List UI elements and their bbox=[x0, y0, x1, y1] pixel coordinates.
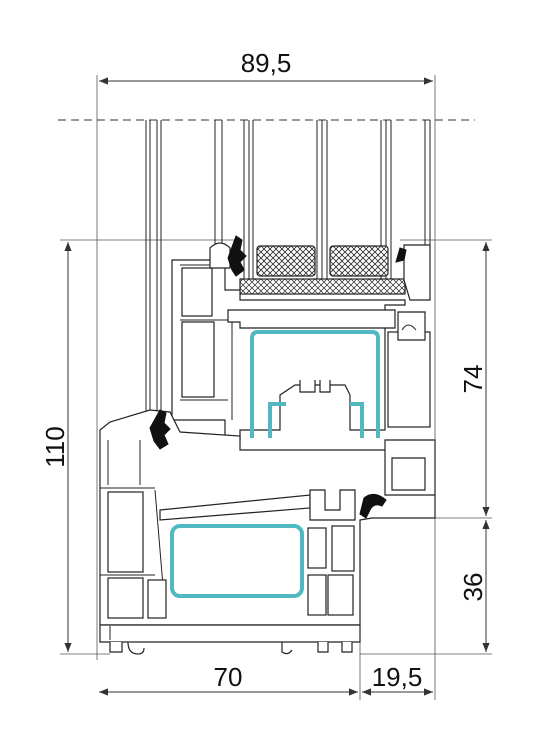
glazing-unit bbox=[145, 120, 431, 430]
frame-reinforcement bbox=[170, 524, 304, 598]
glass-spacers bbox=[239, 245, 406, 295]
frame-profile bbox=[99, 409, 436, 655]
dimension-total-height: 110 bbox=[40, 239, 240, 655]
dimension-bottom-widths: 70 19,5 bbox=[99, 520, 436, 700]
dimension-overall-width: 89,5 bbox=[96, 48, 436, 660]
dimension-label-lower-height: 36 bbox=[458, 573, 488, 602]
dimension-label-upper-height: 74 bbox=[458, 365, 488, 394]
dimension-label-bottom-overhang: 19,5 bbox=[372, 662, 423, 692]
gaskets bbox=[149, 235, 407, 519]
dimension-label-bottom-frame: 70 bbox=[214, 662, 243, 692]
sash-reinforcement bbox=[250, 330, 380, 438]
sash-reinforcement-inner-right bbox=[350, 402, 364, 438]
dimension-label-total-height: 110 bbox=[40, 426, 70, 467]
dimension-label-overall-width: 89,5 bbox=[241, 48, 292, 78]
sash-profile bbox=[171, 242, 431, 441]
sash-reinforcement-inner bbox=[268, 402, 286, 438]
dimension-lower-height: 36 bbox=[360, 520, 492, 655]
